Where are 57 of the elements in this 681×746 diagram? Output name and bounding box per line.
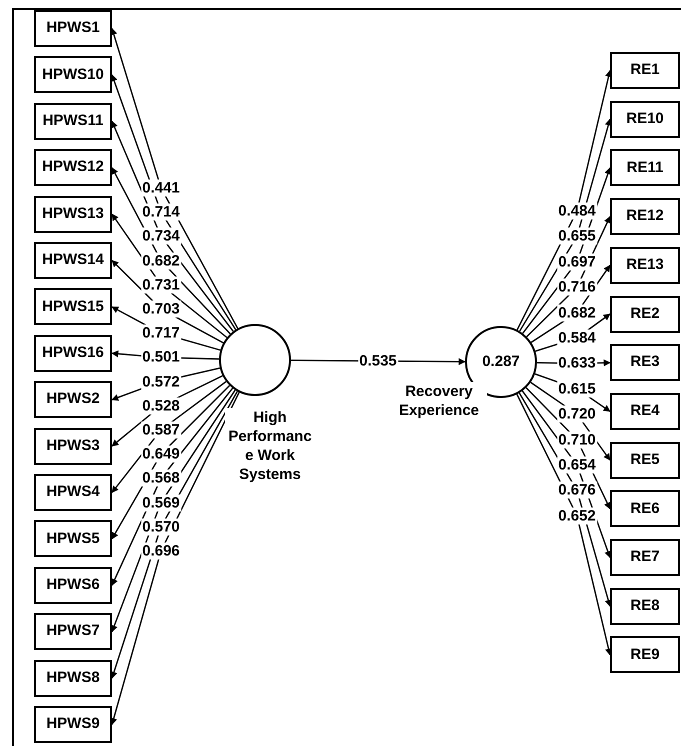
edge-label: 0.714: [141, 204, 181, 221]
edge-label: 0.652: [557, 507, 597, 524]
indicator-box: RE11: [610, 149, 680, 186]
edge-label: 0.572: [141, 373, 181, 390]
indicator-box: RE3: [610, 344, 680, 382]
indicator-box: RE7: [610, 539, 680, 576]
edge-label: 0.703: [141, 300, 181, 318]
edge-label: 0.441: [141, 180, 181, 196]
indicator-box: HPWS10: [34, 56, 112, 94]
indicator-box: HPWS1: [34, 10, 112, 47]
indicator-box: HPWS6: [34, 566, 112, 604]
indicator-box: RE2: [610, 296, 680, 332]
edge-label: 0.710: [557, 431, 597, 448]
edge-label: 0.716: [557, 278, 597, 296]
indicator-box: RE4: [610, 392, 680, 430]
indicator-box: HPWS5: [34, 520, 112, 558]
edge-label: 0.676: [557, 482, 597, 499]
edge-label: 0.484: [557, 202, 597, 220]
indicator-box: HPWS9: [34, 706, 112, 743]
indicator-box: RE6: [610, 490, 680, 528]
indicator-box: RE13: [610, 246, 680, 284]
edge-label: 0.654: [557, 456, 597, 474]
edge-label: 0.717: [141, 324, 181, 342]
indicator-box: RE5: [610, 442, 680, 479]
indicator-box: RE1: [610, 52, 680, 89]
edge-label: 0.720: [557, 406, 597, 423]
indicator-box: HPWS8: [34, 660, 112, 697]
edge-label: 0.615: [557, 380, 597, 398]
edge-label: 0.584: [557, 330, 597, 346]
edge-label: 0.731: [141, 276, 181, 294]
edge-label: 0.569: [141, 494, 181, 512]
edge-label: 0.528: [141, 397, 181, 414]
edge-label: 0.649: [141, 446, 181, 463]
indicator-box: RE8: [610, 588, 680, 625]
edge-label: 0.655: [557, 228, 597, 245]
edge-label: 0.682: [141, 252, 181, 270]
edge-label: 0.570: [141, 518, 181, 536]
indicator-box: HPWS2: [34, 381, 112, 418]
indicator-box: RE12: [610, 198, 680, 236]
indicator-box: RE9: [610, 636, 680, 674]
arrow: [110, 28, 238, 329]
indicator-box: RE10: [610, 100, 680, 138]
indicator-box: HPWS12: [34, 149, 112, 186]
edge-label: 0.682: [557, 304, 597, 322]
indicator-box: HPWS13: [34, 196, 112, 233]
edge-label: 0.568: [141, 470, 181, 487]
indicator-box: HPWS15: [34, 288, 112, 326]
indicator-box: HPWS11: [34, 102, 112, 140]
indicator-box: HPWS4: [34, 474, 112, 511]
indicator-box: HPWS14: [34, 242, 112, 279]
edge-label: 0.734: [141, 228, 181, 245]
edge-label: 0.696: [141, 542, 181, 560]
indicator-box: HPWS3: [34, 428, 112, 465]
indicator-box: HPWS7: [34, 613, 112, 650]
edge-label: 0.697: [557, 253, 597, 270]
edge-label: 0.587: [141, 422, 181, 438]
indicator-box: HPWS16: [34, 334, 112, 372]
